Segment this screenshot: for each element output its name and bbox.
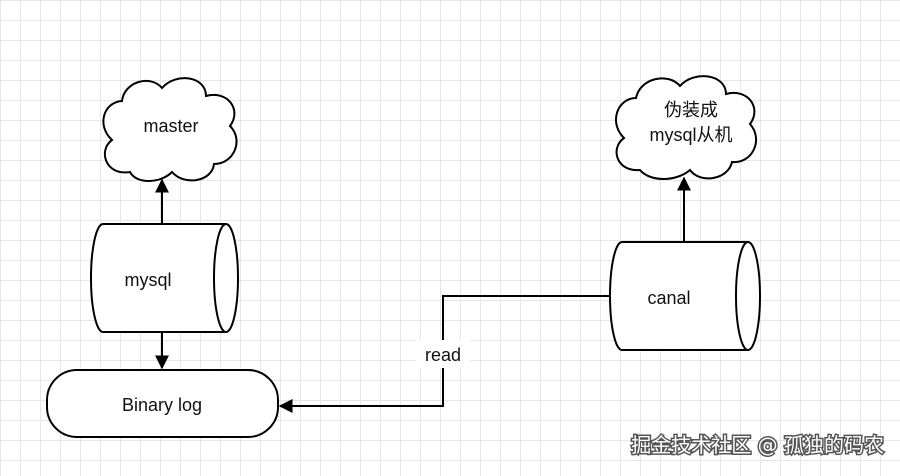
- binary-log-label: Binary log: [122, 395, 202, 415]
- watermark: 掘金技术社区 @ 孤独的码农: [631, 433, 884, 457]
- binary-log-box: Binary log: [46, 369, 279, 438]
- master-cloud: master: [102, 77, 238, 182]
- fake-slave-cloud: 伪装成 mysql从机: [615, 75, 757, 180]
- canal-label: canal: [647, 288, 690, 308]
- canal-cylinder: canal: [609, 241, 761, 351]
- mysql-cylinder: mysql: [90, 223, 239, 333]
- master-label: master: [143, 116, 198, 136]
- read-label-bg: [416, 340, 470, 368]
- mysql-label: mysql: [124, 270, 171, 290]
- fake-slave-label-line2: mysql从机: [649, 125, 732, 145]
- fake-slave-label-line1: 伪装成: [664, 100, 718, 120]
- read-label: read: [425, 345, 461, 365]
